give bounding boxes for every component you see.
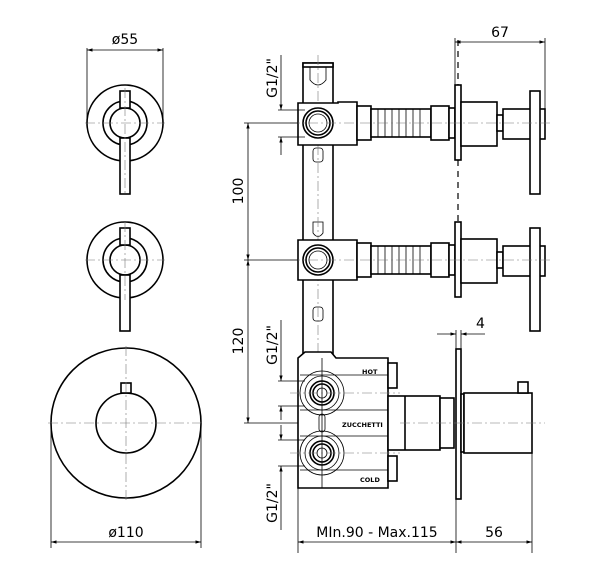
dimension-valve-projection: 67 <box>454 25 546 110</box>
label-hot: HOT <box>362 368 378 376</box>
label-thread-bottom: G1/2" <box>265 483 281 523</box>
thread-callout-top: G1/2" <box>265 55 305 155</box>
upper-valve-port <box>290 101 360 146</box>
label-thermostat-projection: 56 <box>485 525 503 541</box>
label-spacing-upper: 100 <box>231 178 247 205</box>
thread-callout-middle: G1/2" <box>265 320 305 420</box>
label-brand: ZUCCHETTI <box>342 421 383 429</box>
valve-handle-front-view-bottom <box>85 221 165 332</box>
dimension-body-depth: MIn.90 - Max.115 56 <box>297 453 533 553</box>
dimension-plate-thickness: 4 <box>437 316 485 349</box>
lower-valve-spindle <box>356 221 550 332</box>
label-spacing-lower: 120 <box>231 328 247 355</box>
label-body-depth: MIn.90 - Max.115 <box>316 525 437 541</box>
label-cold: COLD <box>360 476 380 484</box>
thermostat-body: HOT ZUCCHETTI COLD <box>290 351 400 489</box>
thermostat-plate-front-view <box>48 346 204 500</box>
valve-handle-front-view-top <box>85 84 165 196</box>
thermostat-cartridge <box>387 348 545 500</box>
label-plate-diameter: ø110 <box>108 525 143 541</box>
label-thread-top: G1/2" <box>265 58 281 98</box>
dimension-vertical-spacing: 100 120 <box>231 122 298 424</box>
label-valve-projection: 67 <box>491 25 509 41</box>
thread-callout-bottom: G1/2" <box>265 425 305 530</box>
dimension-plate-diameter: ø110 <box>50 423 202 548</box>
label-handle-diameter: ø55 <box>112 32 138 48</box>
label-plate-thickness: 4 <box>476 316 485 332</box>
dimension-handle-diameter: ø55 <box>86 32 164 123</box>
lower-valve-port <box>290 239 360 281</box>
upper-valve-spindle <box>356 84 550 195</box>
label-thread-middle: G1/2" <box>265 325 281 365</box>
